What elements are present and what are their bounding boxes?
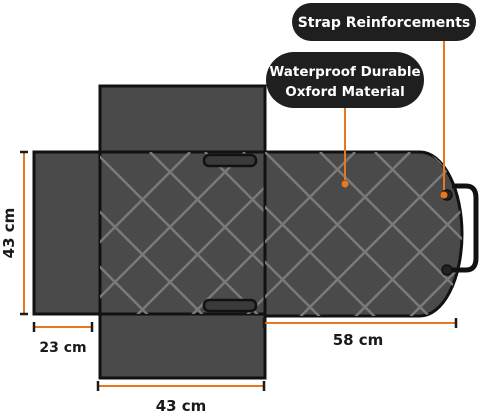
seat-panel (98, 150, 267, 316)
material-leader-dot (341, 180, 349, 188)
dimension-bottom-width-label: 43 cm (156, 397, 207, 415)
bottom-slot (202, 298, 258, 313)
strap-rivet-bottom (441, 264, 453, 276)
dimension-left-height-label: 43 cm (0, 208, 18, 259)
strap-leader-dot (440, 191, 448, 199)
strap-callout-box (292, 3, 476, 41)
top-slot (202, 153, 258, 168)
bottom-flap (98, 312, 267, 380)
top-flap (98, 84, 267, 154)
material-callout-line2: Oxford Material (285, 84, 405, 100)
material-callout-line1: Waterproof Durable (269, 64, 420, 80)
dimension-side-flap-label: 23 cm (39, 340, 86, 356)
strap-handle (452, 183, 479, 273)
seat-quilting (100, 152, 265, 314)
left-flap (32, 150, 102, 316)
body-quilting (265, 152, 462, 316)
strap-callout-label: Strap Reinforcements (298, 15, 471, 31)
material-callout-box (266, 52, 424, 108)
dimension-body-length-label: 58 cm (333, 331, 384, 349)
